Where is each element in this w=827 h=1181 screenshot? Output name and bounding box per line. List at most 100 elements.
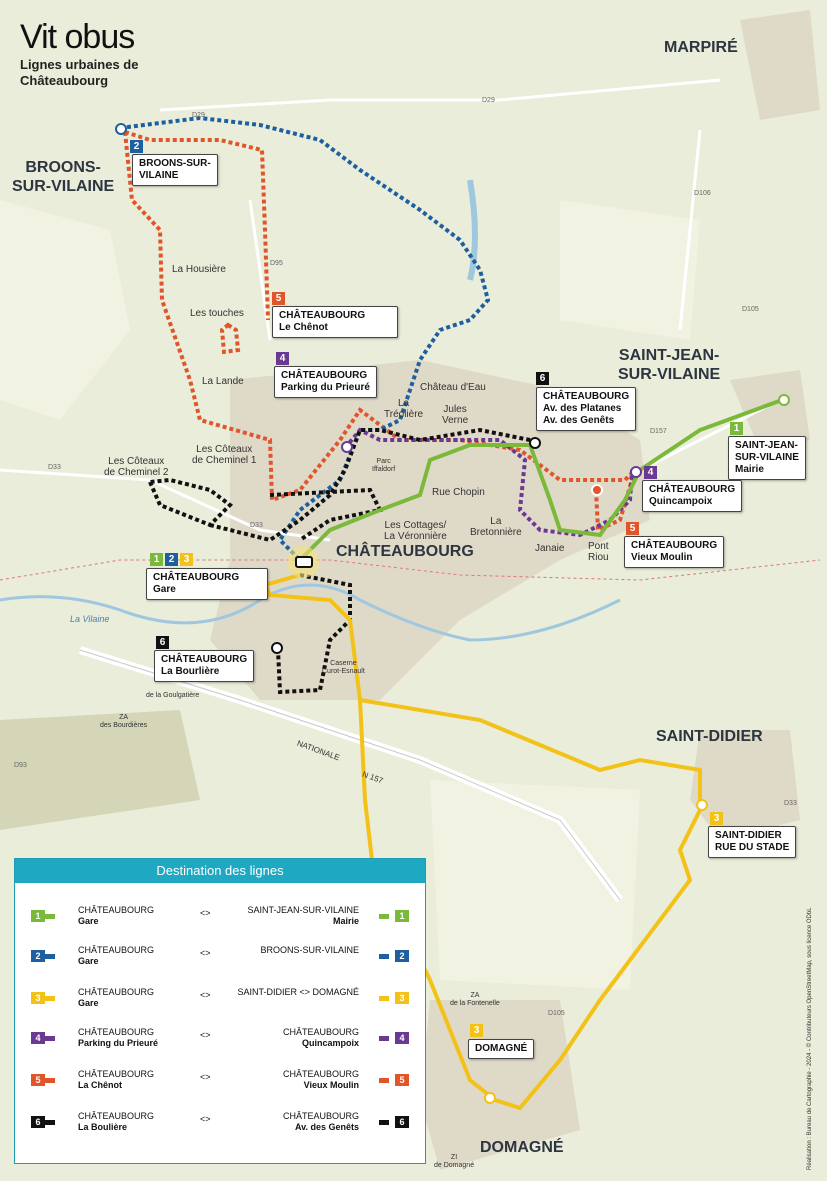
place-jules-verne: Jules Verne <box>442 404 469 426</box>
gare-line-1-badge: 1 <box>150 553 163 566</box>
town-domagne: DOMAGNÉ <box>480 1139 564 1156</box>
place-les-cottages: Les Cottages/ La Véronnière <box>384 520 447 542</box>
line-3-route <box>262 573 702 1111</box>
genets-stop-marker <box>529 437 541 449</box>
legend-line-stub <box>379 1036 389 1041</box>
legend-arrow: <> <box>200 990 211 1000</box>
legend-line-badge: 4 <box>395 1032 409 1044</box>
road-d95: D95 <box>270 260 283 267</box>
legend-from-city: CHÂTEAUBOURG <box>78 1027 155 1037</box>
legend-line-badge: 6 <box>395 1116 409 1128</box>
bourliere-stop-marker <box>271 642 283 654</box>
town-marpire: MARPIRÉ <box>664 39 738 56</box>
stop-sdidier[interactable]: SAINT-DIDIER RUE DU STADE <box>708 826 797 858</box>
place-coteaux-2: Les Côteaux de Cheminel 2 <box>104 456 169 478</box>
legend-line-badge: 3 <box>31 992 45 1004</box>
river-label: La Vilaine <box>70 614 110 624</box>
legend-from-stop: Parking du Prieuré <box>78 1038 159 1048</box>
line-6-south-loop <box>276 573 352 695</box>
legend-line-stub <box>379 1120 389 1125</box>
legend-to-stop: Vieux Moulin <box>303 1080 359 1090</box>
stop-quincampoix[interactable]: CHÂTEAUBOURG Quincampoix <box>642 480 743 512</box>
legend-line-badge: 1 <box>395 910 409 922</box>
line-6-route <box>147 427 531 543</box>
broons-line-badge: 2 <box>130 140 143 153</box>
legend-line-badge: 2 <box>395 950 409 962</box>
logo-subtitle-2: Châteaubourg <box>20 73 109 88</box>
legend-line-stub <box>379 1078 389 1083</box>
gare-line-2-badge: 2 <box>165 553 178 566</box>
legend-line-stub <box>45 1120 55 1125</box>
stop-broons[interactable]: BROONS-SUR- VILAINE <box>132 154 218 186</box>
saint-jean-urban-area <box>730 370 810 450</box>
sjean-line-badge: 1 <box>730 422 743 435</box>
place-la-housiere: La Housière <box>172 264 226 275</box>
legend-from-stop: La Boulière <box>78 1122 128 1132</box>
place-la-bretonniere: La Bretonnière <box>470 516 522 538</box>
map-credit: Réalisation : Bureau de Cartographie - 2… <box>807 907 813 1170</box>
vieux-moulin-stop-marker <box>591 484 603 496</box>
stop-domagne[interactable]: DOMAGNÉ <box>468 1039 535 1059</box>
legend-to-city: SAINT-DIDIER <> DOMAGNÉ <box>237 987 359 997</box>
stop-bourliere[interactable]: CHÂTEAUBOURG La Bourlière <box>154 650 255 682</box>
place-les-touches: Les touches <box>190 308 244 319</box>
vitobus-logo: Vit obus Lignes urbaines de Châteaubourg <box>20 18 138 89</box>
stop-prieure[interactable]: CHÂTEAUBOURG Parking du Prieuré <box>274 366 377 398</box>
sdidier-line-badge: 3 <box>710 812 723 825</box>
legend-to-city: CHÂTEAUBOURG <box>282 1111 359 1121</box>
stop-sjean[interactable]: SAINT-JEAN- SUR-VILAINE Mairie <box>728 436 806 480</box>
stop-chenot[interactable]: CHÂTEAUBOURG Le Chênot <box>272 306 398 338</box>
legend-to-stop: Mairie <box>332 916 359 926</box>
domagne-line-badge: 3 <box>470 1024 483 1037</box>
legend-to: SAINT-DIDIER <> DOMAGNÉ <box>237 987 359 998</box>
quincampoix-stop-marker <box>630 466 642 478</box>
place-pont-riou: Pont Riou <box>588 541 609 563</box>
n157-road-edge <box>79 649 621 901</box>
place-parc-ifaldorf: Parc Iffaldorf <box>372 458 396 473</box>
stop-gare[interactable]: CHÂTEAUBOURG Gare <box>146 568 268 600</box>
legend-title: Destination des lignes <box>15 859 425 883</box>
legend-line-stub <box>45 914 55 919</box>
sjean-stop-marker <box>778 394 790 406</box>
legend-to: BROONS-SUR-VILAINE <box>260 945 359 956</box>
field <box>560 200 700 340</box>
legend-to-city: CHÂTEAUBOURG <box>282 1027 359 1037</box>
prieure-stop-marker <box>341 441 353 453</box>
legend-to-city: CHÂTEAUBOURG <box>282 1069 359 1079</box>
d33-road <box>0 468 331 542</box>
boundary-line <box>0 559 821 581</box>
d29-road <box>159 78 721 112</box>
legend-line-stub <box>379 914 389 919</box>
legend-from-city: CHÂTEAUBOURG <box>78 987 155 997</box>
road-d29-west: D29 <box>192 112 205 119</box>
road-d105-south: D105 <box>548 1010 565 1017</box>
domagne-urban-area <box>420 1000 580 1170</box>
legend-from-city: CHÂTEAUBOURG <box>78 1069 155 1079</box>
town-broons: BROONS- SUR-VILAINE <box>12 159 115 195</box>
road-d93: D93 <box>14 762 27 769</box>
legend-arrow: <> <box>200 948 211 958</box>
legend-from-stop: Gare <box>78 998 99 1008</box>
stop-vieux-moulin[interactable]: CHÂTEAUBOURG Vieux Moulin <box>624 536 725 568</box>
legend-line-badge: 1 <box>31 910 45 922</box>
legend-to-stop: Av. des Genêts <box>294 1122 359 1132</box>
domagne-stop-marker <box>484 1092 496 1104</box>
stop-genets[interactable]: CHÂTEAUBOURG Av. des Platanes Av. des Ge… <box>536 387 637 431</box>
place-la-treoliere: La Tréolière <box>384 398 424 420</box>
road-d106: D106 <box>694 190 711 197</box>
sdidier-stop-marker <box>696 799 708 811</box>
town-saint-didier: SAINT-DIDIER <box>656 728 763 745</box>
road-d33-east: D33 <box>784 800 797 807</box>
chenot-line-badge: 5 <box>272 292 285 305</box>
legend-from-stop: Gare <box>78 956 99 966</box>
